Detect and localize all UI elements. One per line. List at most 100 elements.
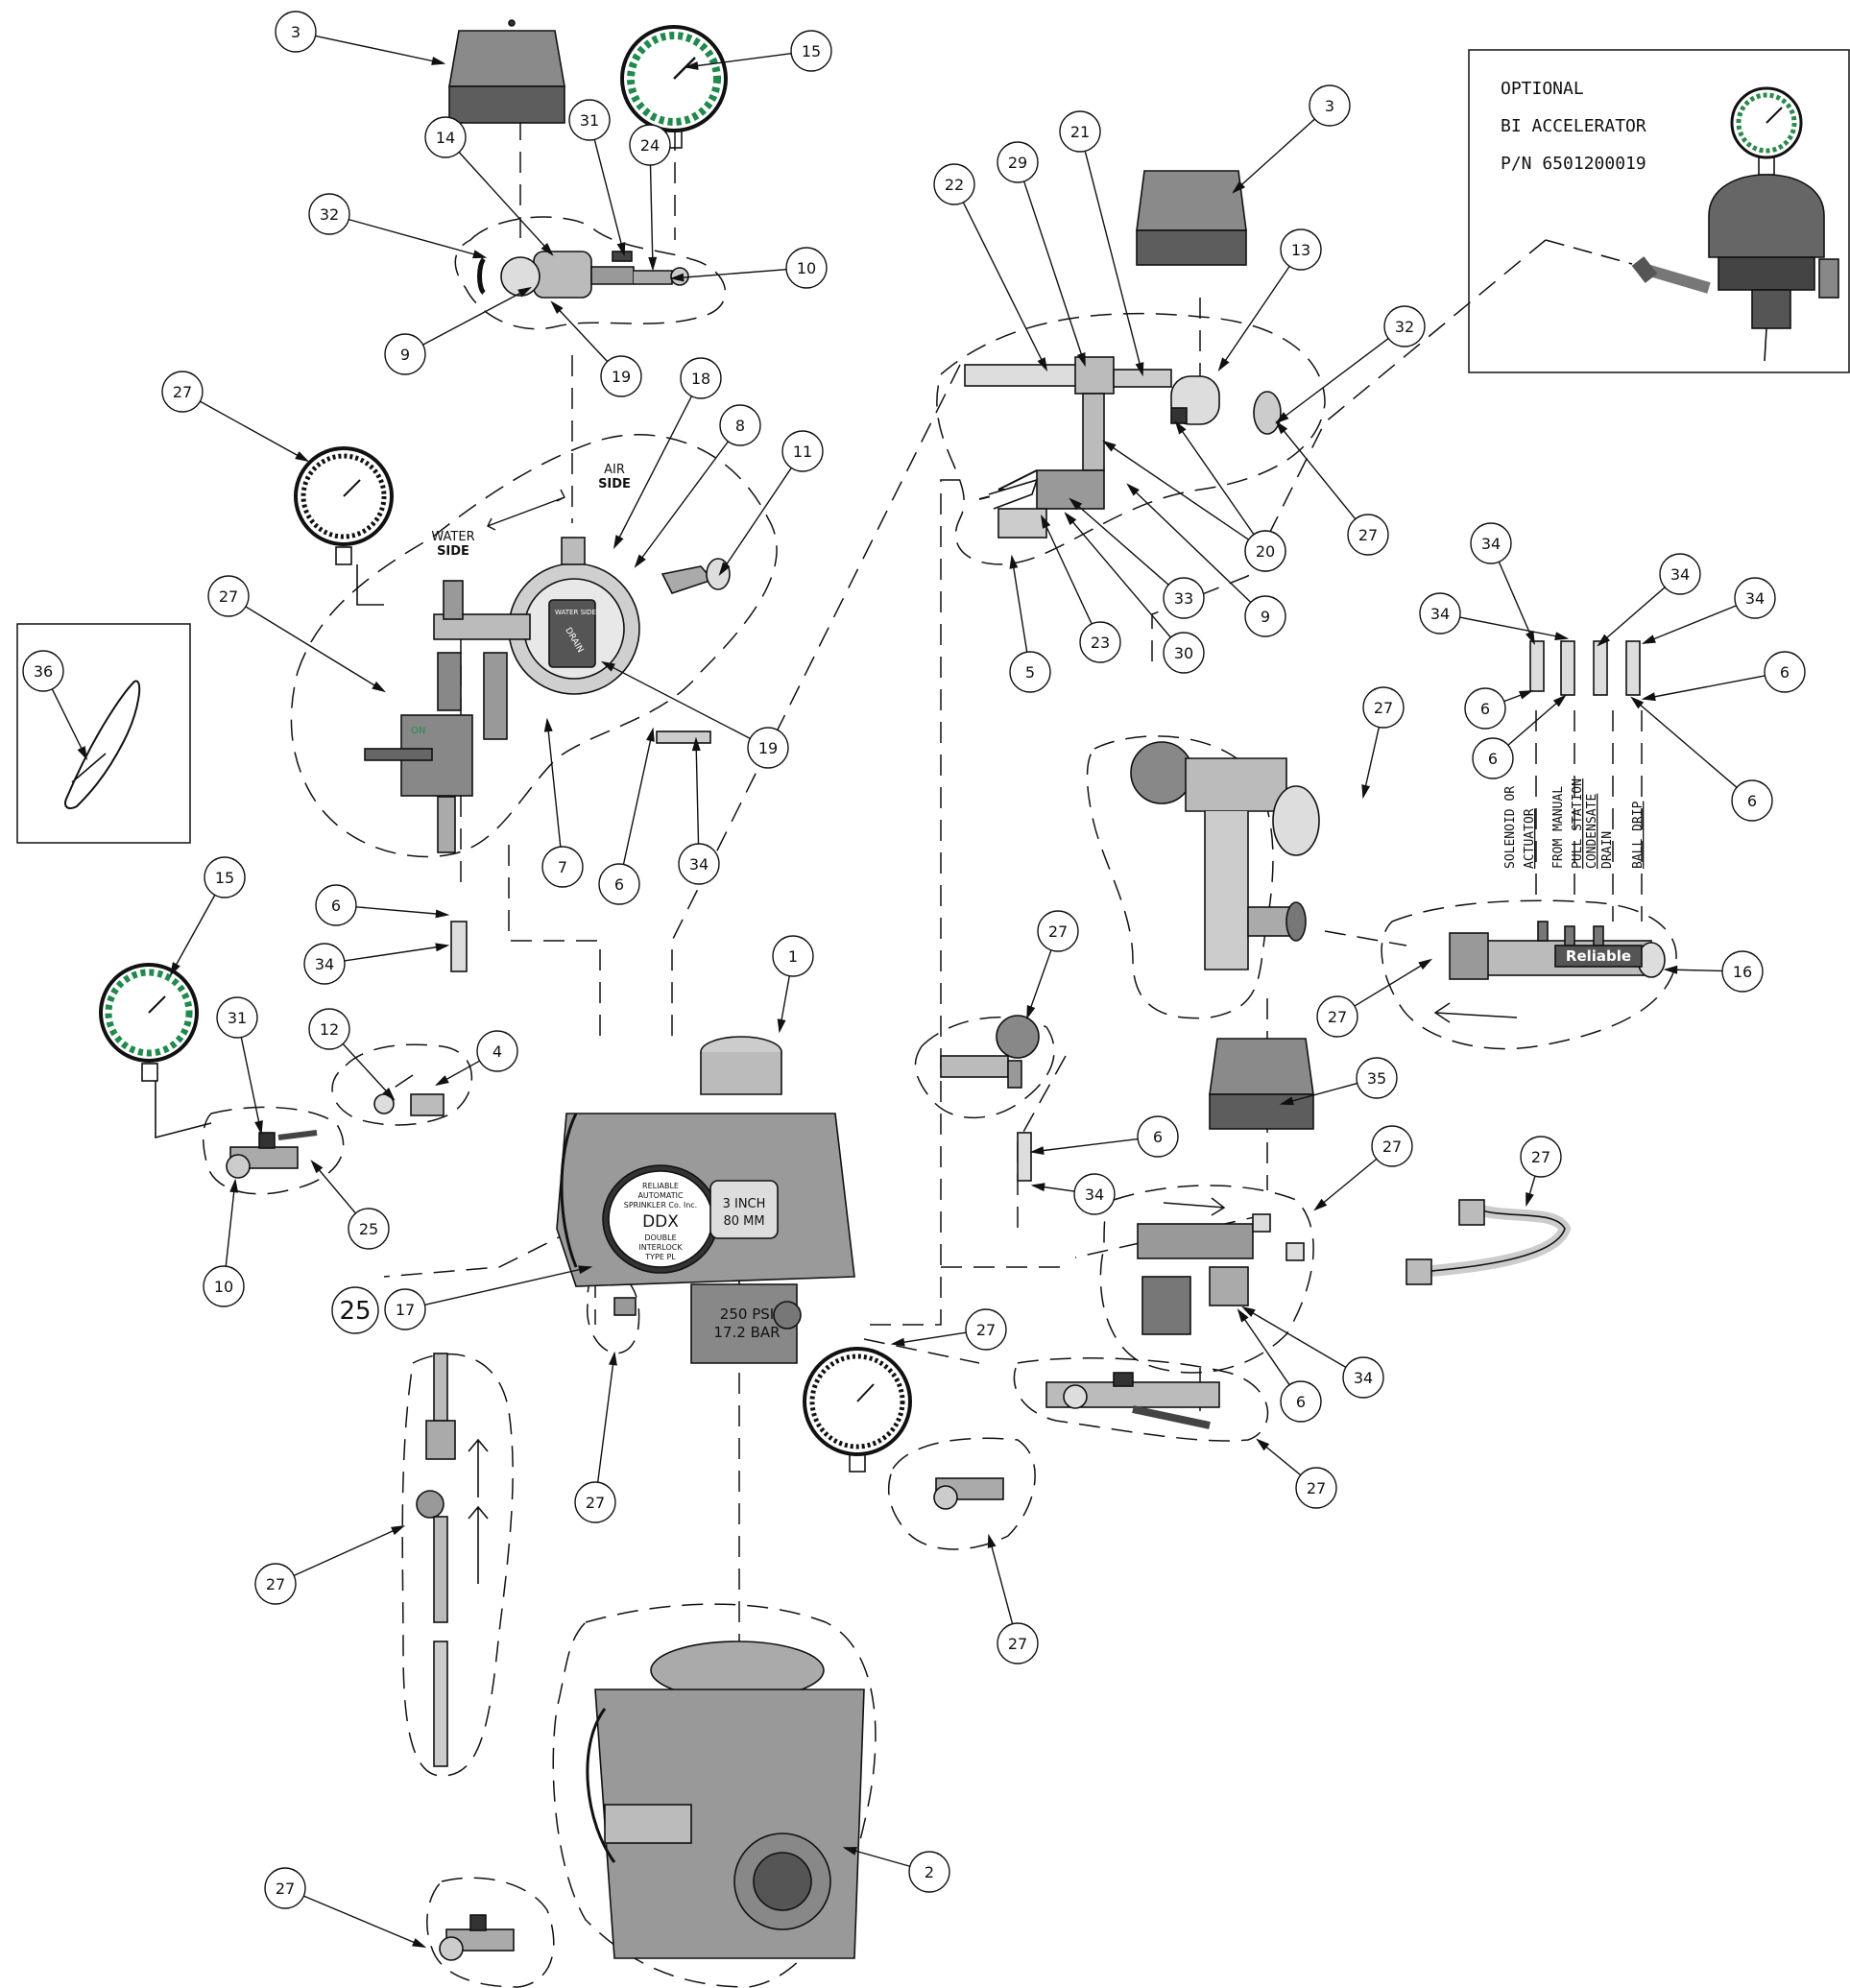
balloon-leader-11 xyxy=(719,467,792,575)
balloon-leader-29 xyxy=(1022,180,1086,366)
balloon-leader-33 xyxy=(1069,498,1169,586)
balloon-arrowhead-33 xyxy=(1069,497,1083,511)
balloon-leader-27 xyxy=(200,400,308,462)
balloon-leader-27 xyxy=(1354,959,1431,1007)
balloon-arrowhead-7 xyxy=(543,717,553,732)
balloon-leader-22 xyxy=(962,202,1047,371)
balloon-leader-19 xyxy=(551,301,609,363)
balloon-leader-34 xyxy=(1242,1306,1347,1369)
balloon-arrowhead-20 xyxy=(1174,420,1187,435)
balloon-circle-34 xyxy=(1342,1356,1384,1399)
balloon-label-6: 6 xyxy=(1488,750,1498,768)
balloon-leader-27 xyxy=(1276,421,1357,520)
balloon-leader-7 xyxy=(546,719,562,848)
nipple-fitting-icon xyxy=(373,1093,444,1116)
valve-pressure-psi: 250 PSI xyxy=(720,1305,774,1323)
balloon-leader-31 xyxy=(593,139,625,255)
balloon-leader-21 xyxy=(1084,151,1143,375)
balloon-label-6: 6 xyxy=(1296,1393,1306,1411)
balloon-label-27: 27 xyxy=(1307,1479,1326,1497)
balloon-label-27: 27 xyxy=(1358,526,1378,544)
balloon-leader-31 xyxy=(240,1037,262,1134)
balloon-circle-24 xyxy=(629,124,671,166)
solenoid-valve-icon xyxy=(1137,1197,1305,1335)
water-side-trim-icon: ON xyxy=(364,580,531,853)
balloon-circle-6 xyxy=(1464,687,1506,730)
valve-size-inch: 3 INCH xyxy=(723,1197,766,1211)
balloon-label-31: 31 xyxy=(580,111,599,130)
balloon-arrowhead-6 xyxy=(435,909,450,919)
balloon-label-23: 23 xyxy=(1091,634,1110,652)
balloon-circle-9 xyxy=(1244,595,1286,637)
balloon-arrowhead-16 xyxy=(1663,965,1678,974)
balloon-arrowhead-9 xyxy=(517,286,533,298)
balloon-arrowhead-34 xyxy=(1030,1183,1045,1192)
balloon-leader-24 xyxy=(649,164,654,270)
pressure-switch-right-icon xyxy=(1136,170,1247,266)
solenoid-or-label: SOLENOID OR xyxy=(1503,786,1518,869)
balloon-label-1: 1 xyxy=(788,947,798,966)
balloon-arrowhead-30 xyxy=(1064,512,1077,526)
balloon-arrowhead-34 xyxy=(1597,634,1611,647)
valve-pressure-bar: 17.2 BAR xyxy=(713,1324,780,1341)
balloon-label-6: 6 xyxy=(1480,700,1490,718)
balloon-label-5: 5 xyxy=(1025,663,1035,682)
balloon-label-6: 6 xyxy=(331,897,341,915)
balloon-leader-6 xyxy=(1507,695,1566,746)
balloon-label-33: 33 xyxy=(1174,589,1193,608)
balloon-circle-31 xyxy=(568,99,611,141)
balloon-label-27: 27 xyxy=(266,1575,285,1593)
side-labels: WATER SIDE AIR SIDE xyxy=(431,463,631,559)
balloon-circle-19 xyxy=(747,727,789,769)
part-number-label: P/N 6501200019 xyxy=(1501,154,1646,174)
part-36-box xyxy=(16,623,191,844)
balloon-circle-31 xyxy=(216,996,258,1039)
balloon-leader-34 xyxy=(344,945,448,962)
balloon-label-32: 32 xyxy=(1395,318,1414,336)
balloon-label-34: 34 xyxy=(1354,1369,1373,1387)
balloon-arrowhead-6 xyxy=(1552,694,1567,707)
balloon-circle-6 xyxy=(598,863,640,905)
ball-drip-label: BALL DRIP xyxy=(1631,801,1646,869)
balloon-leader-23 xyxy=(1041,515,1093,625)
reliable-brand-tag: Reliable xyxy=(1566,947,1631,965)
balloon-arrowhead-11 xyxy=(718,562,731,576)
optional-label: OPTIONAL xyxy=(1501,79,1584,99)
balloon-leader-10 xyxy=(671,268,787,279)
balloon-label-15: 15 xyxy=(215,869,234,887)
balloon-leader-27 xyxy=(303,1895,425,1948)
balloon-label-14: 14 xyxy=(436,129,455,147)
balloon-circle-34 xyxy=(1734,577,1776,619)
balloon-label-18: 18 xyxy=(691,370,710,388)
balloon-label-27: 27 xyxy=(1048,922,1068,941)
balloon-label-34: 34 xyxy=(1085,1186,1104,1204)
globe-valve-assembly-icon xyxy=(1130,741,1320,970)
balloon-label-32: 32 xyxy=(320,205,339,224)
balloon-arrowhead-31 xyxy=(616,242,626,257)
balloon-circle-27 xyxy=(1037,910,1079,952)
balloon-label-10: 10 xyxy=(797,259,816,277)
valve-brand-line3: SPRINKLER Co. Inc. xyxy=(624,1201,697,1210)
balloon-circle-10 xyxy=(785,247,828,289)
balloon-label-6: 6 xyxy=(1780,663,1790,682)
small-check-valve-icon xyxy=(940,1015,1040,1182)
balloon-label-27: 27 xyxy=(173,383,192,401)
upper-trim-assembly-icon xyxy=(477,251,689,299)
balloon-circle-30 xyxy=(1163,632,1205,674)
balloon-arrowhead-19 xyxy=(550,300,564,314)
balloon-leader-34 xyxy=(1498,561,1535,644)
balloon-label-31: 31 xyxy=(228,1009,247,1027)
lower-gauge-icon xyxy=(803,1347,912,1473)
balloon-arrowhead-35 xyxy=(1279,1096,1294,1106)
balloon-arrowhead-1 xyxy=(777,1018,786,1034)
balloon-arrowhead-6 xyxy=(646,727,655,742)
balloon-circle-32 xyxy=(1383,305,1426,347)
balloon-label-29: 29 xyxy=(1008,154,1027,172)
gauge-on-tag: ON xyxy=(411,726,425,736)
balloon-arrowhead-14 xyxy=(541,242,554,256)
balloon-label-20: 20 xyxy=(1256,542,1275,561)
balloon-leader-10 xyxy=(225,1180,236,1267)
balloon-circle-19 xyxy=(600,355,642,397)
balloon-circle-5 xyxy=(1009,651,1051,693)
balloon-circle-15 xyxy=(204,856,246,898)
